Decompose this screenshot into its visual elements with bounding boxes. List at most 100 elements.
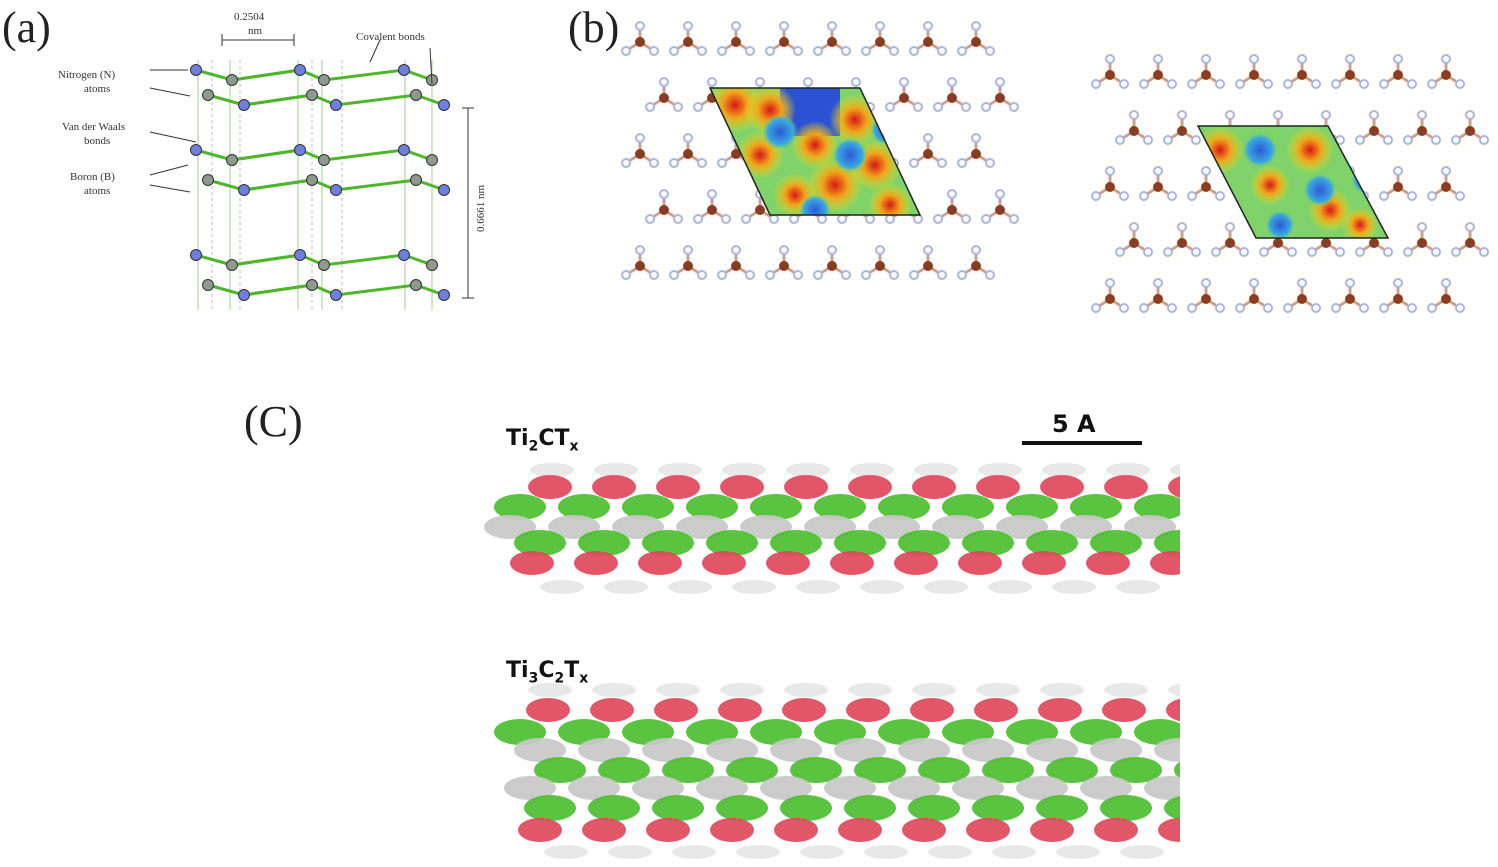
nitrogen-site [1129,110,1139,120]
o-termination-atom [720,475,764,499]
hbn-layers [190,60,450,310]
nitrogen-atom [238,184,250,196]
c-atom [514,530,566,556]
o-termination-atom [1040,475,1084,499]
ti-top-atom [1168,683,1180,697]
c-atom [494,494,546,520]
ti-atom [696,776,748,800]
ti-atom [932,515,984,539]
boron-site [1393,182,1403,192]
ti-atom [548,515,600,539]
c-atom [898,530,950,556]
ti3c2tx-t: T [564,658,580,683]
covalent-bond [323,68,405,82]
nitrogen-site [1167,191,1177,201]
lattice-unit-text: nm [248,25,263,37]
c-atom [750,494,802,520]
nitrogen-site [1455,191,1465,201]
ti-atom [1124,515,1176,539]
nitrogen-site [1163,135,1173,145]
nitrogen-site [1407,79,1417,89]
c-atom [1154,530,1180,556]
covalent-bond [243,283,313,297]
nitrogen-site [957,46,967,56]
boron-site [995,93,1005,103]
o-termination-atom [582,818,626,842]
nitrogen-atom [398,64,410,76]
boron-site [899,93,909,103]
covalent-bond [195,148,233,162]
boron-site [755,205,765,215]
c-atom [790,757,842,783]
o-termination-atom [592,475,636,499]
ti3c2tx-atoms [494,683,1180,859]
nitrogen-site [683,21,693,31]
nitrogen-site [1139,191,1149,201]
nitrogen-site [1465,222,1475,232]
o-termination-atom [958,551,1002,575]
o-termination-atom [766,551,810,575]
nitrogen-atom [238,99,250,111]
nitrogen-site [693,214,703,224]
nitrogen-site [1441,166,1451,176]
o-termination-atom [718,698,762,722]
boron-site [1105,294,1115,304]
boron-site [707,205,717,215]
c-atom [834,530,886,556]
nitrogen-site [683,133,693,143]
ti-top-atom [786,463,830,477]
nitrogen-site [1355,247,1365,257]
nitrogen-site [673,214,683,224]
hbn-layer-diagram: 0.2504 nm Covalent bonds Nitrogen (N) at… [58,11,487,310]
o-termination-atom [830,551,874,575]
nitrogen-site [865,214,875,224]
nitrogen-site [1311,303,1321,313]
nitrogen-site [1115,247,1125,257]
nitrogen-site [1201,166,1211,176]
boron-site [731,37,741,47]
scale-bar [1022,441,1142,445]
nitrogen-site [635,133,645,143]
boron-site [1105,182,1115,192]
o-termination-atom [774,818,818,842]
covalent-bond [195,253,233,267]
nitrogen-site [937,46,947,56]
nitrogen-site [813,46,823,56]
nitrogen-site [1417,110,1427,120]
nitrogen-site [765,270,775,280]
ti3c2tx-ti: Ti [506,658,529,683]
boron-site [971,149,981,159]
nitrogen-site [971,133,981,143]
nitrogen-site [1441,278,1451,288]
c-atom [1006,494,1058,520]
boron-site [875,261,885,271]
ti-top-atom [1170,464,1180,476]
boron-site [1249,294,1259,304]
boron-site [1129,126,1139,136]
ti-top-atom [656,683,700,697]
nitrogen-site [813,270,823,280]
nitrogen-site [745,270,755,280]
nitrogen-site [889,46,899,56]
o-termination-atom [1022,551,1066,575]
o-termination-atom [966,818,1010,842]
nitrogen-site [1427,303,1437,313]
ti-bottom-atom [1056,845,1100,859]
boron-site [659,93,669,103]
nitrogen-site [649,158,659,168]
ti-atom [962,738,1014,762]
ti-bottom-atom [796,580,840,594]
ti-top-atom [912,683,956,697]
nitrogen-site [937,158,947,168]
nitrogen-site [1201,54,1211,64]
ti-atom [632,776,684,800]
o-termination-atom [782,698,826,722]
boron-site [1129,238,1139,248]
nitrogen-site [1321,110,1331,120]
boron-atoms-text-2: atoms [84,185,110,197]
ti-atom [706,738,758,762]
covalent-bond [195,68,233,82]
nitrogen-site [1479,247,1489,257]
nitrogen-site [961,214,971,224]
c-atom [578,530,630,556]
